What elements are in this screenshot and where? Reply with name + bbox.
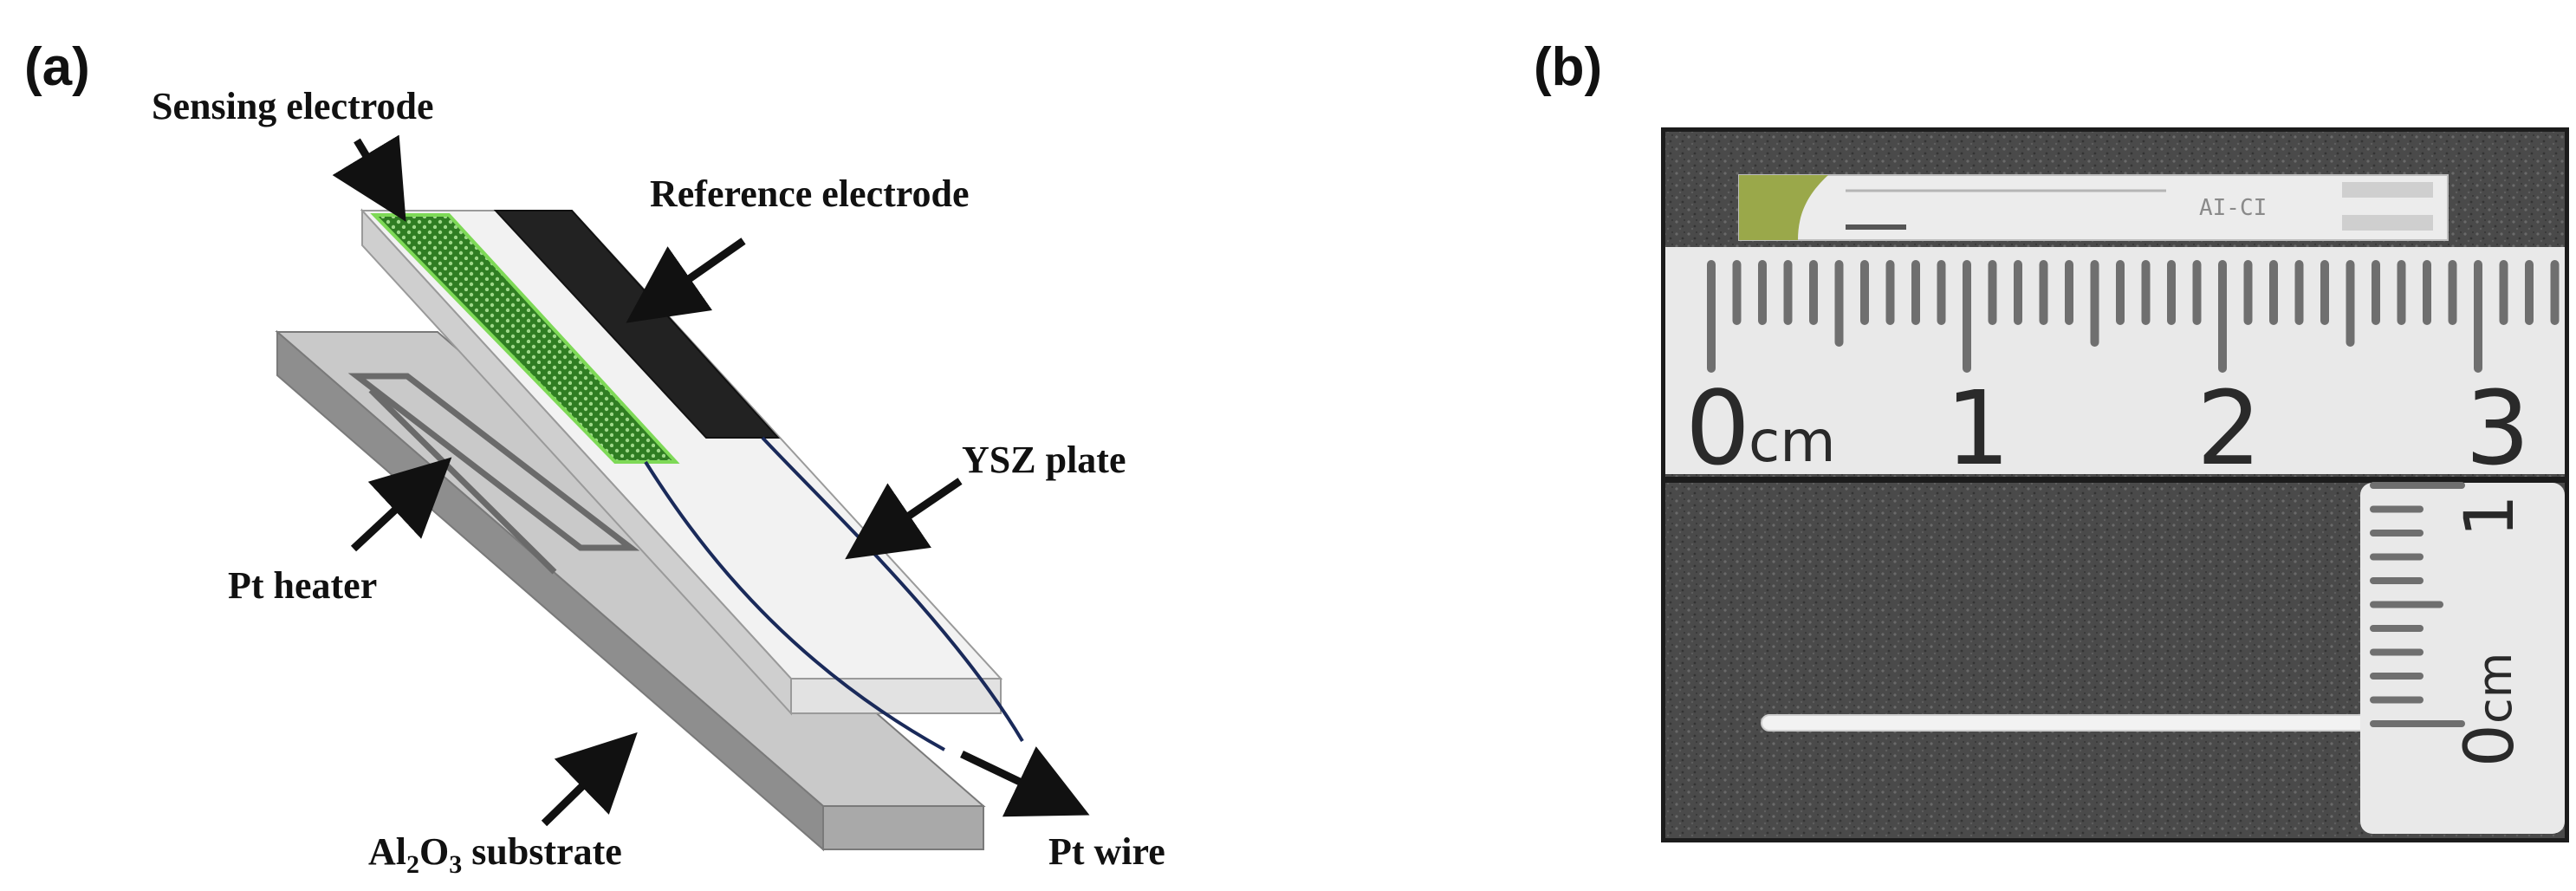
arrow-heater bbox=[350, 457, 452, 552]
ruler-bottom-tick bbox=[2370, 553, 2424, 561]
ruler-top-tick bbox=[1937, 260, 1946, 325]
ruler-top-label-3: 3 bbox=[2465, 368, 2530, 488]
ruler-top-tick bbox=[1732, 260, 1742, 325]
ruler-top-tick bbox=[1860, 260, 1869, 325]
ruler-top-tick bbox=[2320, 260, 2329, 325]
ruler-top-tick bbox=[2474, 260, 2482, 373]
ruler-top-label-0: 0 bbox=[1685, 368, 1750, 488]
ruler-top-tick bbox=[2090, 260, 2099, 347]
ruler-top-tick bbox=[2039, 260, 2048, 325]
ruler-top-tick bbox=[2346, 260, 2355, 347]
label-alumina-substrate: Al2O3 substrate bbox=[368, 830, 622, 879]
pt-wire-1 bbox=[644, 460, 945, 751]
arrow-pt-wire bbox=[960, 746, 1090, 817]
panel-a-label: (a) bbox=[24, 37, 90, 97]
arrow-sensing bbox=[332, 134, 406, 222]
ruler-top-tick bbox=[1911, 260, 1920, 325]
arrow-substrate bbox=[541, 732, 638, 827]
ruler-top-tick bbox=[2525, 260, 2534, 325]
ruler-top-tick bbox=[2192, 260, 2202, 325]
ruler-top-tick bbox=[1988, 260, 1997, 325]
ruler-bottom-tick bbox=[2370, 601, 2443, 608]
pt-wire-2 bbox=[761, 436, 1024, 743]
ruler-top-tick bbox=[2218, 260, 2227, 373]
ruler-top-tick bbox=[2499, 260, 2508, 325]
ruler-bottom-tick bbox=[2370, 482, 2465, 489]
ruler-top-tick bbox=[2116, 260, 2125, 325]
ruler-bottom-tick bbox=[2370, 720, 2465, 727]
label-sensing-electrode: Sensing electrode bbox=[152, 85, 434, 127]
ruler-top-tick bbox=[1963, 260, 1971, 373]
ruler-top-tick bbox=[1758, 260, 1767, 325]
ruler-top-tick bbox=[1885, 260, 1895, 325]
ruler-top-tick bbox=[2269, 260, 2278, 325]
ruler-top-label-1: 1 bbox=[1945, 368, 2010, 488]
top-photo: AI-CI 0 cm 1 2 3 bbox=[1665, 132, 2565, 488]
ruler-top-tick bbox=[2448, 260, 2457, 325]
label-pt-heater: Pt heater bbox=[228, 564, 377, 607]
label-ysz-plate: YSZ plate bbox=[962, 439, 1126, 481]
ruler-top-tick bbox=[2065, 260, 2073, 325]
label-pt-wire: Pt wire bbox=[1048, 830, 1165, 873]
arrow-ysz bbox=[845, 478, 963, 560]
ruler-top: 0 cm 1 2 3 bbox=[1665, 247, 2565, 488]
ruler-top-tick bbox=[2372, 260, 2380, 325]
panel-a: (a) Sensing bbox=[24, 37, 1165, 879]
ruler-top-tick bbox=[2423, 260, 2431, 325]
arrow-reference bbox=[626, 237, 746, 323]
sensing-electrode bbox=[370, 213, 680, 464]
reference-electrode bbox=[493, 210, 781, 439]
rod-sensor bbox=[1761, 714, 2373, 732]
chip-marking: AI-CI bbox=[2199, 195, 2267, 221]
ruler-bottom-label-0: 0 bbox=[2451, 724, 2529, 767]
ruler-top-tick bbox=[2014, 260, 2022, 325]
ruler-top-tick bbox=[2397, 260, 2406, 325]
ruler-bottom-tick bbox=[2370, 673, 2424, 680]
ruler-top-label-2: 2 bbox=[2196, 368, 2261, 488]
ruler-bottom-tick bbox=[2370, 530, 2424, 537]
ruler-top-unit: cm bbox=[1749, 408, 1836, 475]
panel-b: (b) AI-CI 0 cm 1 2 bbox=[1534, 37, 2569, 842]
ruler-bottom-label-1: 1 bbox=[2451, 494, 2529, 537]
ruler-top-tick bbox=[1783, 260, 1793, 325]
ruler-top-tick bbox=[1834, 260, 1844, 347]
label-reference-electrode: Reference electrode bbox=[650, 172, 969, 215]
ruler-top-tick bbox=[1707, 260, 1716, 373]
sensor-chip: AI-CI bbox=[1738, 174, 2449, 241]
ruler-bottom-tick bbox=[2370, 648, 2424, 656]
bottom-photo: 0 cm 1 bbox=[1665, 482, 2565, 838]
ruler-bottom-tick bbox=[2370, 696, 2424, 704]
ruler-top-tick bbox=[2550, 260, 2560, 325]
ruler-top-tick bbox=[2141, 260, 2151, 325]
ruler-top-tick bbox=[1809, 260, 1818, 325]
ruler-bottom-tick bbox=[2370, 505, 2424, 513]
ruler-top-tick bbox=[2294, 260, 2304, 325]
ruler-bottom-unit: cm bbox=[2468, 653, 2522, 724]
panel-b-label: (b) bbox=[1534, 37, 1602, 97]
ruler-top-tick bbox=[2167, 260, 2176, 325]
pt-heater bbox=[347, 373, 640, 575]
ruler-top-tick bbox=[2243, 260, 2253, 325]
ruler-bottom: 0 cm 1 bbox=[2360, 482, 2565, 834]
ruler-bottom-tick bbox=[2370, 577, 2424, 584]
ruler-bottom-tick bbox=[2370, 625, 2424, 632]
